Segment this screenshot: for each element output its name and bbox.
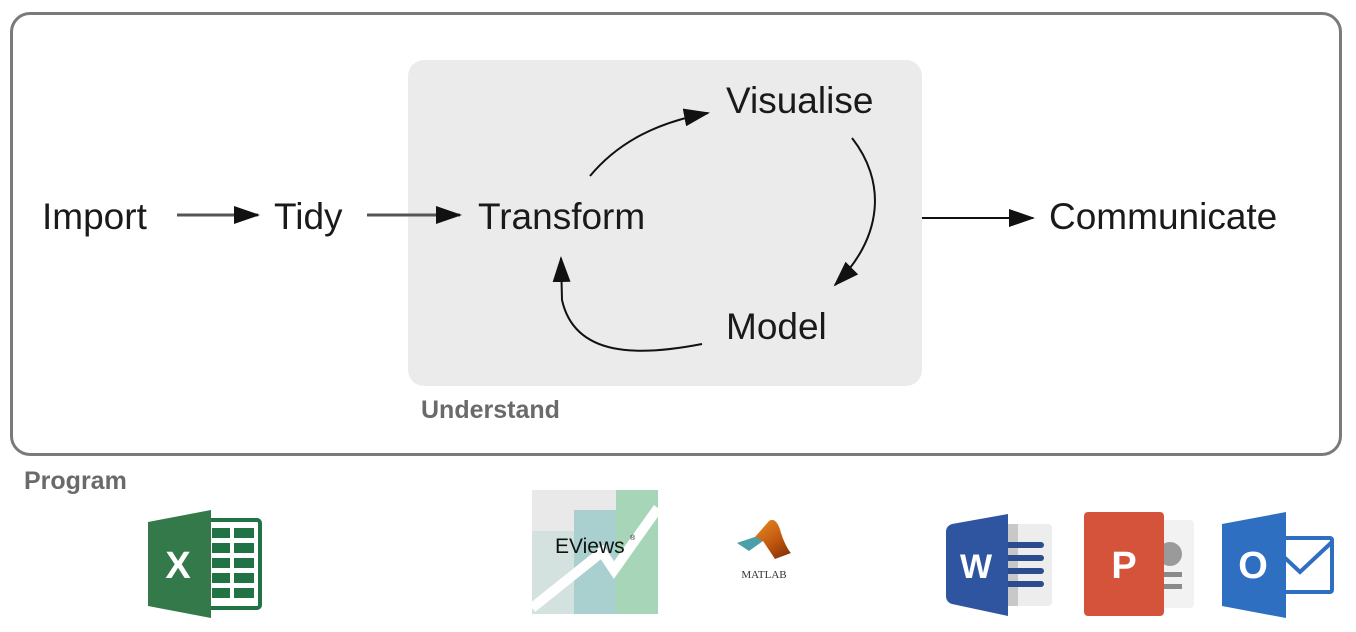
node-transform: Transform [478, 196, 646, 237]
powerpoint-letter: P [1111, 545, 1136, 587]
node-import: Import [42, 196, 147, 237]
node-tidy: Tidy [274, 196, 343, 237]
matlab-text: MATLAB [741, 569, 786, 581]
excel-logo-icon: X [148, 510, 262, 618]
word-letter: W [960, 548, 993, 586]
excel-letter: X [165, 545, 191, 587]
edge-visualise-model [833, 137, 876, 287]
eviews-logo-icon: EViews ® [532, 490, 658, 614]
program-container [10, 12, 1342, 456]
eviews-text: EViews [555, 535, 625, 558]
node-visualise: Visualise [726, 80, 874, 121]
outlook-letter: O [1238, 545, 1268, 587]
outlook-logo-icon: O [1222, 512, 1334, 618]
matlab-logo-icon: MATLAB [737, 519, 791, 581]
node-model: Model [726, 306, 827, 347]
word-logo-icon: W [946, 514, 1052, 616]
understand-container [408, 60, 922, 386]
understand-label: Understand [421, 396, 560, 424]
powerpoint-logo-icon: P [1084, 512, 1194, 616]
program-label: Program [24, 467, 127, 495]
edge-model-transform [552, 256, 703, 352]
edge-transform-visualise [589, 108, 710, 177]
eviews-registered-mark: ® [630, 534, 636, 542]
node-communicate: Communicate [1049, 196, 1278, 237]
